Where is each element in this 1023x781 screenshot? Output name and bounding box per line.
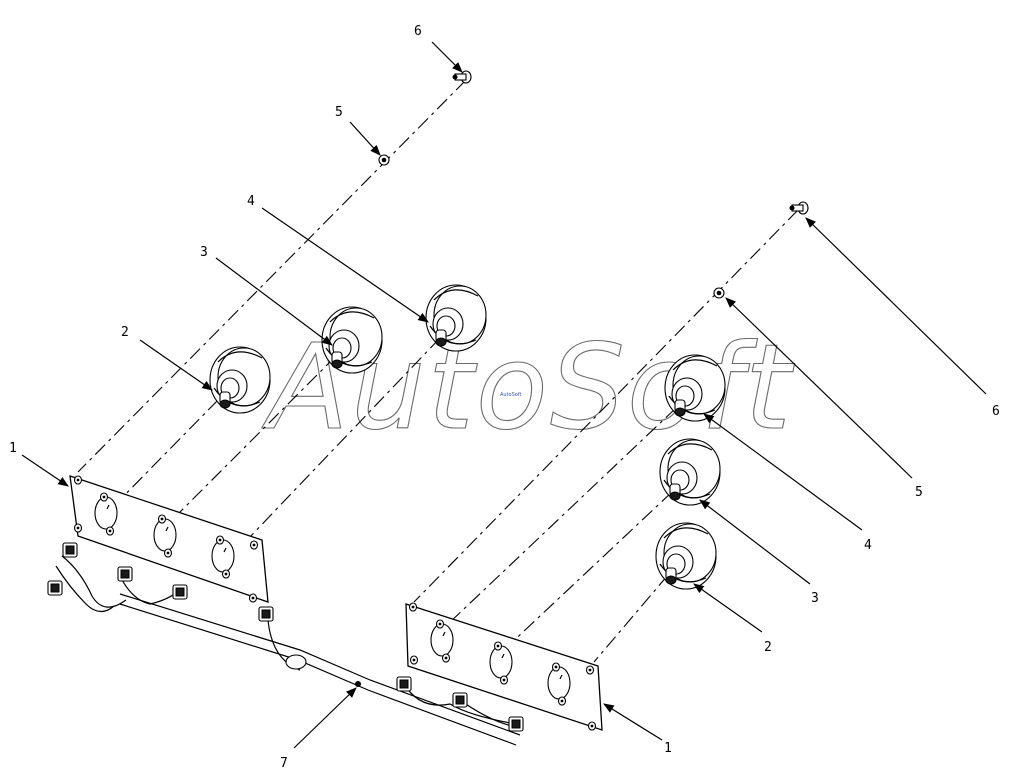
watermark-tag: AutoSoft — [500, 392, 522, 398]
left-assembly: 1 2 3 4 5 6 — [9, 24, 487, 603]
callout-2-left: 2 — [121, 325, 129, 340]
panel-plate-left — [69, 475, 269, 603]
callout-1-right: 1 — [664, 741, 672, 756]
screw-6-left — [451, 70, 472, 84]
callout-6-left: 6 — [414, 24, 422, 39]
axis-line — [77, 79, 467, 473]
callout-1-left: 1 — [9, 441, 17, 456]
gauge-4-right — [664, 354, 726, 422]
callout-6-right: 6 — [992, 404, 1000, 419]
washer-5-right — [713, 287, 725, 299]
gauge-2-left — [209, 346, 271, 414]
callout-2-right: 2 — [764, 640, 772, 655]
callout-5-right: 5 — [915, 485, 923, 500]
washer-5-left — [378, 154, 390, 166]
gauge-2-right — [655, 522, 717, 590]
callout-3-right: 3 — [811, 591, 819, 606]
callout-7-harness: 7 — [280, 756, 288, 771]
gauge-3-left — [321, 306, 383, 374]
callout-4-left: 4 — [247, 194, 255, 209]
panel-plate-right — [405, 602, 603, 731]
screw-6-right — [788, 201, 809, 215]
gauge-4-left — [425, 284, 487, 352]
callout-5-left: 5 — [335, 105, 343, 120]
gauge-3-right — [659, 438, 721, 506]
callout-4-right: 4 — [864, 538, 872, 553]
callout-3-left: 3 — [200, 245, 208, 260]
right-assembly: 6 5 4 3 2 1 — [405, 201, 1000, 756]
wiring-harness: 7 — [47, 542, 524, 771]
